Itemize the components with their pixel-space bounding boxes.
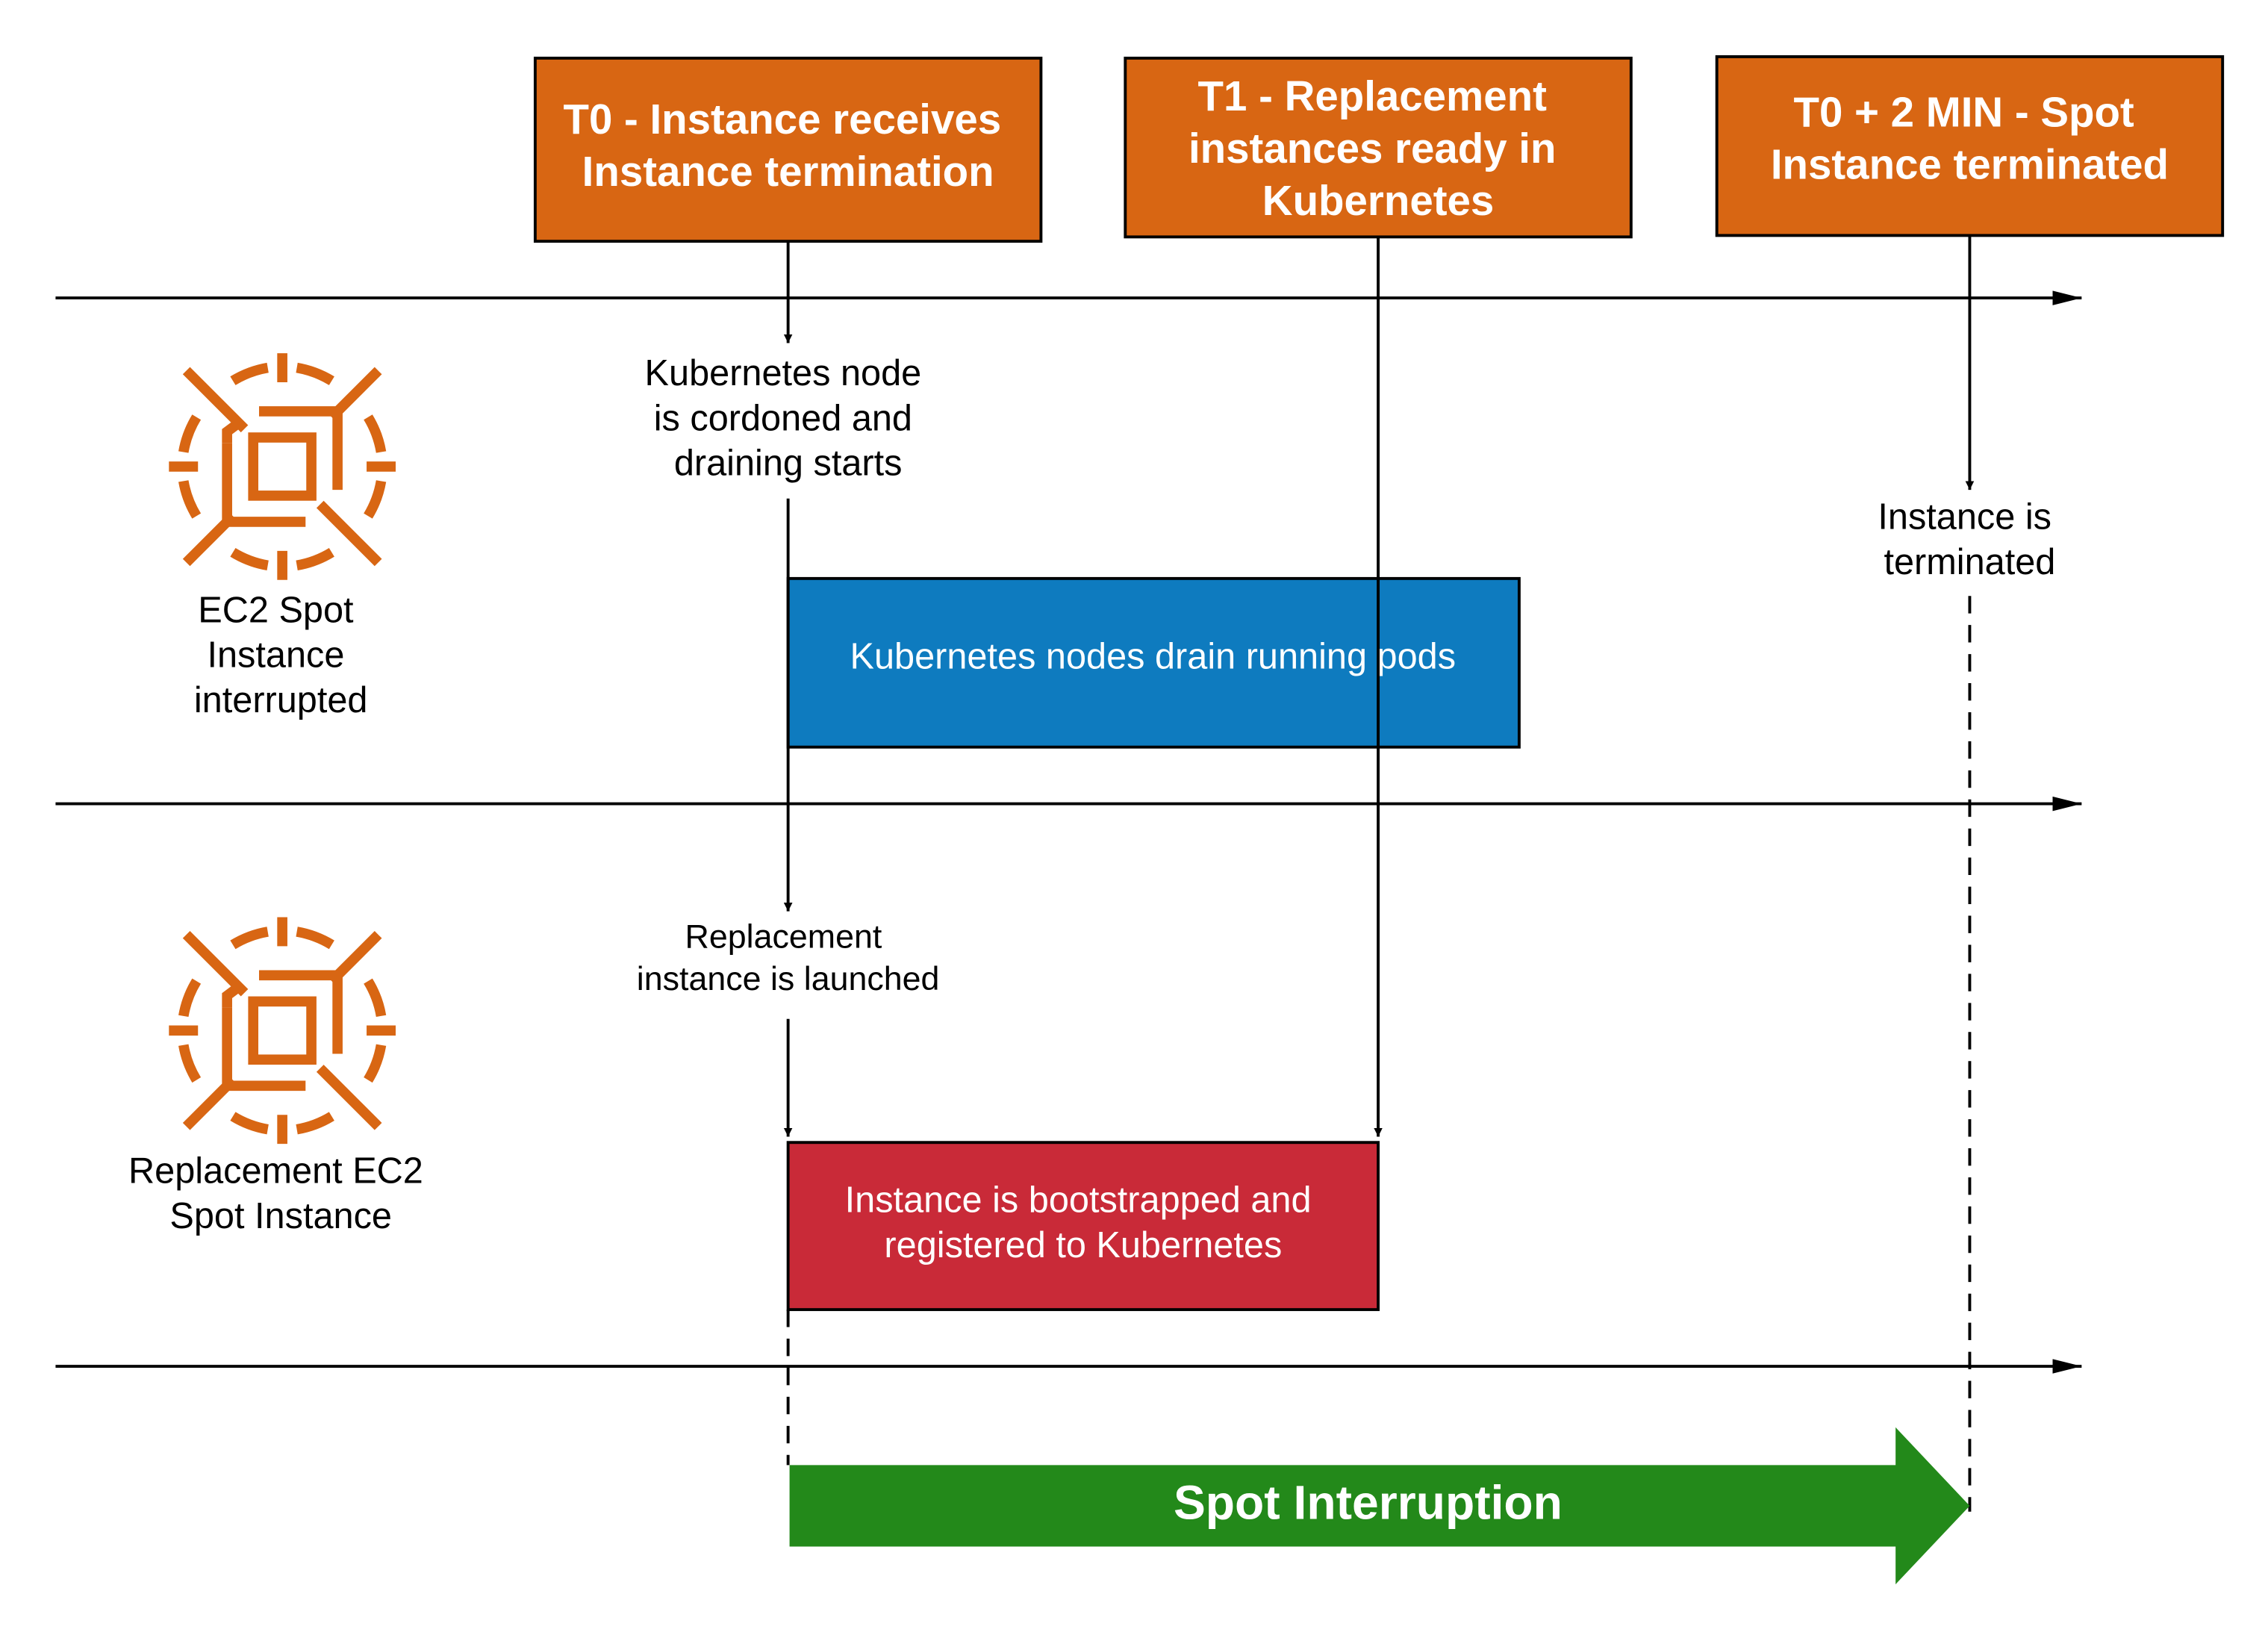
bootstrap-bar: Instance is bootstrapped and registered …: [786, 1141, 1380, 1312]
drain-bar: Kubernetes nodes drain running pods: [786, 576, 1521, 749]
drain-bar-rect: [786, 576, 1521, 749]
cordoned-label: Kubernetes node is cordoned and draining…: [645, 353, 932, 484]
launched-label: Replacement instance is launched: [637, 918, 940, 997]
spot-interruption-arrow: Spot Interruption: [789, 1427, 1970, 1585]
header-t1-box: [1124, 56, 1633, 239]
header-t0: T0 - Instance receives Instance terminat…: [533, 56, 1043, 243]
bootstrap-bar-rect: [786, 1141, 1380, 1312]
header-t0-box: [533, 56, 1043, 243]
terminated-label: Instance is terminated: [1878, 497, 2061, 582]
spot-interruption-label: Spot Interruption: [1174, 1475, 1563, 1529]
header-t2: T0 + 2 MIN - Spot Instance terminated: [1715, 55, 2225, 237]
replacement-spot-instance-icon: [169, 917, 396, 1144]
header-t2-text: T0 + 2 MIN - Spot Instance terminated: [1771, 88, 2169, 187]
header-t2-box: [1715, 55, 2225, 237]
bootstrap-bar-label: Instance is bootstrapped and registered …: [845, 1180, 1321, 1265]
ec2-spot-instance-icon: [169, 353, 396, 580]
spot-interruption-arrow-shape: [789, 1427, 1970, 1585]
header-t1-text: T1 - Replacement instances ready in Kube…: [1188, 72, 1568, 224]
header-t1: T1 - Replacement instances ready in Kube…: [1124, 56, 1633, 239]
ec2-spot-label: EC2 Spot Instance interrupted: [194, 590, 368, 720]
drain-bar-label: Kubernetes nodes drain running pods: [850, 637, 1457, 677]
replacement-ec2-label: Replacement EC2 Spot Instance: [128, 1151, 433, 1236]
header-t0-text: T0 - Instance receives Instance terminat…: [563, 96, 1012, 195]
